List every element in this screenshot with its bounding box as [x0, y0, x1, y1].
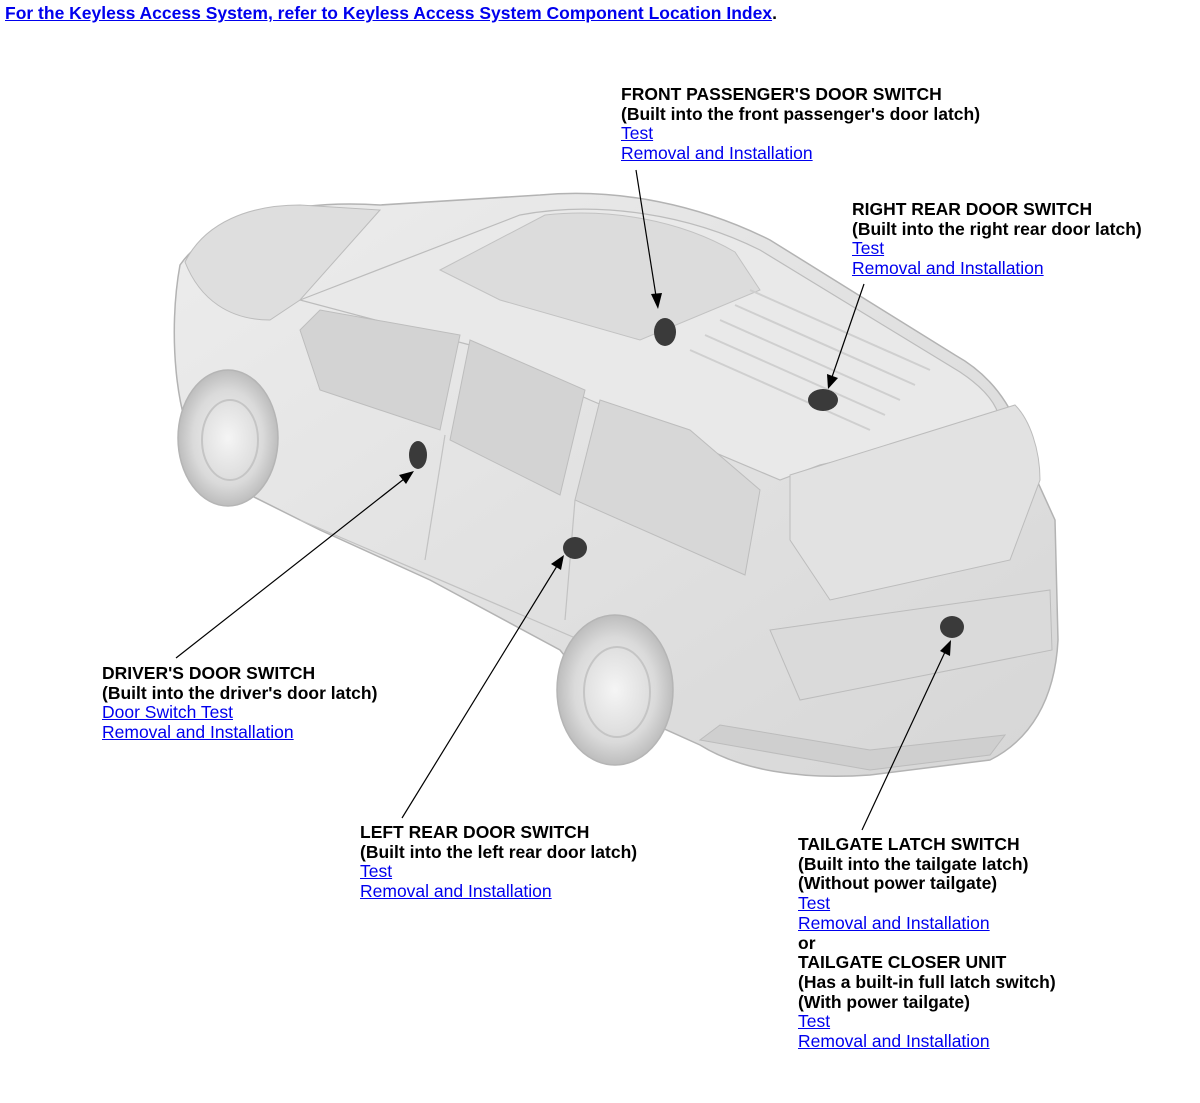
right-rear-door-switch-callout: RIGHT REAR DOOR SWITCH (Built into the r… — [852, 199, 1142, 279]
callout-note: (Without power tailgate) — [798, 873, 998, 894]
front-wheel — [177, 369, 279, 507]
keyless-access-index-link[interactable]: For the Keyless Access System, refer to … — [5, 3, 773, 23]
callout-subtitle: (Built into the tailgate latch) — [798, 853, 1029, 874]
tailgate-switch-marker — [940, 616, 964, 638]
alt-callout-subtitle: (Has a built-in full latch switch) — [798, 971, 1056, 992]
removal-installation-link[interactable]: Removal and Installation — [360, 881, 552, 902]
alt-callout-note: (With power tailgate) — [798, 991, 970, 1012]
removal-installation-link[interactable]: Removal and Installation — [798, 912, 990, 933]
callout-title: FRONT PASSENGER'S DOOR SWITCH — [621, 84, 942, 104]
driver-door-switch-callout: DRIVER'S DOOR SWITCH (Built into the dri… — [102, 663, 378, 743]
callout-title: DRIVER'S DOOR SWITCH — [102, 663, 316, 683]
test-link[interactable]: Test — [798, 893, 831, 914]
callout-subtitle: (Built into the right rear door latch) — [852, 218, 1142, 239]
test-link[interactable]: Test — [360, 861, 393, 882]
callout-title: LEFT REAR DOOR SWITCH — [360, 822, 590, 842]
vehicle-body — [173, 192, 1059, 777]
driver-leader-line — [175, 471, 414, 659]
removal-installation-link[interactable]: Removal and Installation — [102, 722, 294, 743]
callout-subtitle: (Built into the driver's door latch) — [102, 682, 378, 703]
removal-installation-link[interactable]: Removal and Installation — [621, 143, 813, 164]
front-passenger-door-switch-callout: FRONT PASSENGER'S DOOR SWITCH (Built int… — [621, 84, 981, 164]
tailgate-switch-callout: TAILGATE LATCH SWITCH (Built into the ta… — [798, 834, 1056, 1052]
alt-callout-title: TAILGATE CLOSER UNIT — [798, 952, 1007, 973]
test-link[interactable]: Test — [852, 238, 885, 259]
header-note: For the Keyless Access System, refer to … — [5, 3, 777, 24]
callout-title: RIGHT REAR DOOR SWITCH — [852, 199, 1093, 219]
header-period: . — [772, 3, 777, 23]
tailgate-leader-line — [861, 640, 951, 831]
alt-test-link[interactable]: Test — [798, 1011, 831, 1032]
removal-installation-link[interactable]: Removal and Installation — [852, 258, 1044, 279]
or-separator: or — [798, 932, 816, 953]
front-passenger-leader-line — [635, 169, 662, 309]
rear-wheel — [556, 614, 674, 766]
left-rear-door-switch-callout: LEFT REAR DOOR SWITCH (Built into the le… — [360, 822, 638, 902]
left-rear-leader-line — [401, 555, 564, 819]
callout-subtitle: (Built into the front passenger's door l… — [621, 103, 981, 124]
alt-removal-installation-link[interactable]: Removal and Installation — [798, 1031, 990, 1052]
callout-subtitle: (Built into the left rear door latch) — [360, 841, 638, 862]
front-passenger-door-switch-marker — [654, 318, 676, 346]
test-link[interactable]: Test — [621, 123, 654, 144]
left-rear-door-switch-marker — [563, 537, 587, 559]
driver-door-switch-marker — [409, 441, 427, 469]
right-rear-leader-line — [827, 283, 865, 389]
right-rear-door-switch-marker — [808, 389, 838, 411]
door-switch-test-link[interactable]: Door Switch Test — [102, 702, 233, 723]
callout-title: TAILGATE LATCH SWITCH — [798, 834, 1020, 854]
